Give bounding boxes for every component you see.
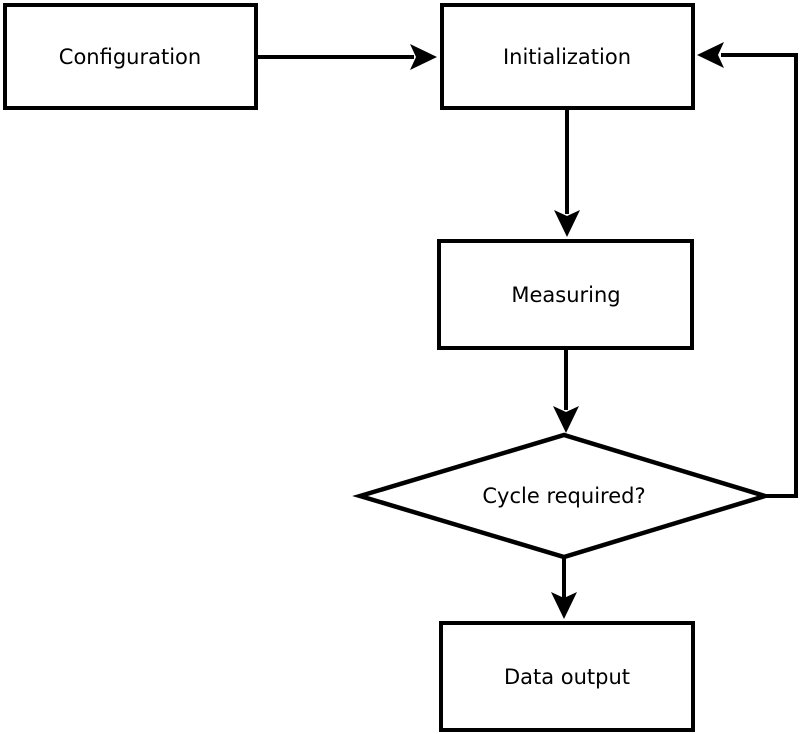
node-cycle-required: Cycle required? xyxy=(352,432,773,560)
edge-cycle-required-loop-to-initialization xyxy=(721,53,798,498)
initialization-box xyxy=(440,3,695,110)
cycle-required-diamond xyxy=(352,432,773,560)
node-data-output: Data output xyxy=(439,621,695,732)
arrowhead-initialization-to-measuring xyxy=(554,210,580,237)
node-configuration: Configuration xyxy=(3,3,258,110)
data-output-box xyxy=(439,621,695,732)
configuration-box xyxy=(3,3,258,110)
arrowhead-measuring-to-cycle-required xyxy=(553,406,579,433)
cycle-required-label: Cycle required? xyxy=(482,484,645,508)
arrowhead-loop-to-initialization xyxy=(697,42,724,68)
node-initialization: Initialization xyxy=(440,3,695,110)
arrowhead-cycle-required-to-data-output xyxy=(551,592,577,619)
node-measuring: Measuring xyxy=(437,239,694,350)
measuring-box xyxy=(437,239,694,350)
measuring-label: Measuring xyxy=(511,283,620,307)
initialization-label: Initialization xyxy=(503,45,631,69)
configuration-label: Configuration xyxy=(59,45,201,69)
data-output-label: Data output xyxy=(504,665,630,689)
arrowhead-configuration-to-initialization xyxy=(410,44,437,70)
